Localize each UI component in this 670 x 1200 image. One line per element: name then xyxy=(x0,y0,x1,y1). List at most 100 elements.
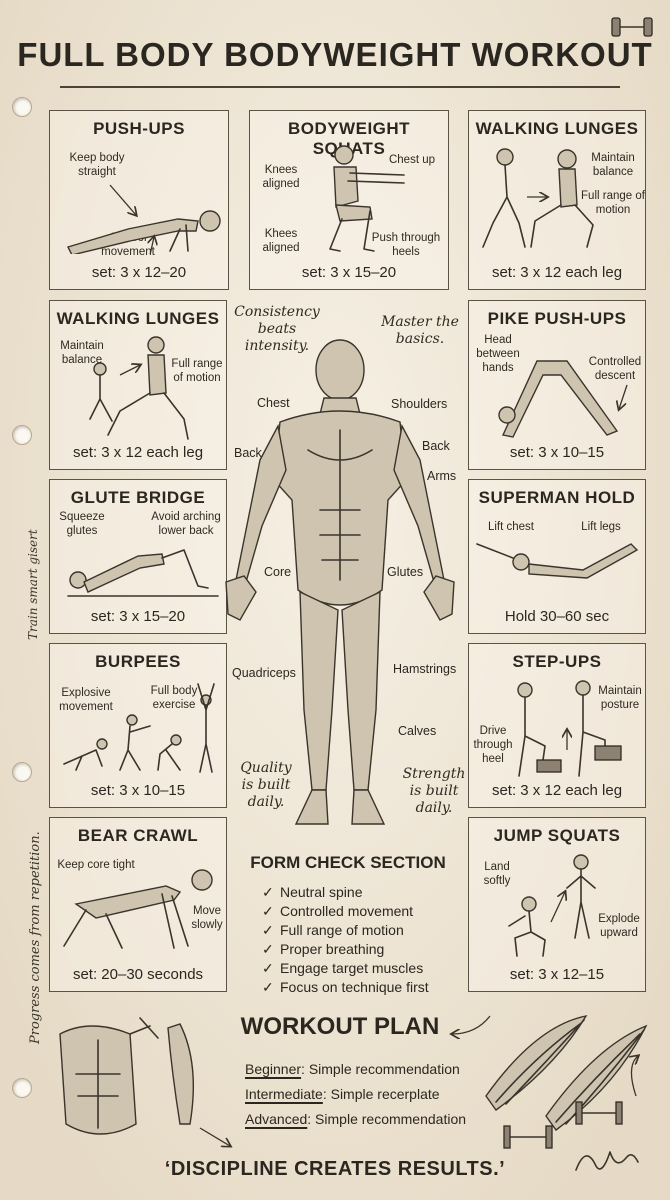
check-icon: ✓ xyxy=(262,979,274,995)
note: Explode upward xyxy=(598,913,640,939)
note: Lift legs xyxy=(581,521,621,533)
quote-consistency: Consistency beats intensity. xyxy=(234,304,320,354)
muscle-label-hamstrings: Hamstrings xyxy=(393,662,457,676)
set-count: set: 20–30 seconds xyxy=(72,966,204,983)
dumbbell-icon xyxy=(611,17,653,37)
note: Move slowly xyxy=(191,905,223,931)
panel-title: BODYWEIGHT SQUATS xyxy=(287,119,411,158)
lunge-figure xyxy=(482,148,594,248)
panel-glute-bridge: GLUTE BRIDGE Squeeze glutes Avoid archin… xyxy=(49,479,227,634)
panel-jump-squats: JUMP SQUATS Land softly Explode upward s… xyxy=(468,817,646,992)
workout-plan-title: WORKOUT PLAN xyxy=(240,1013,440,1040)
note: Squeeze glutes xyxy=(59,511,105,537)
list-item: ✓Full range of motion xyxy=(262,922,404,938)
note: Land softly xyxy=(483,861,511,887)
panel-burpees: BURPEES Explosive movement Full body exe… xyxy=(49,643,227,808)
footer-quote: ‘DISCIPLINE CREATES RESULTS.’ xyxy=(164,1158,506,1180)
squat-figure xyxy=(329,145,405,252)
note: Knees aligned xyxy=(262,164,300,190)
panel-bear-crawl: BEAR CRAWL Keep core tight Move slowly s… xyxy=(49,817,227,992)
list-item: ✓Controlled movement xyxy=(262,903,414,919)
signature-icon xyxy=(575,1151,639,1171)
set-count: set: 3 x 12 each leg xyxy=(491,264,623,281)
form-check-title: FORM CHECK SECTION xyxy=(250,853,446,872)
plan-row-advanced: Advanced: Simple recommendation xyxy=(245,1111,467,1127)
set-count: set: 3 x 15–20 xyxy=(90,608,186,625)
muscle-label-shoulders: Shoulders xyxy=(391,397,448,411)
check-icon: ✓ xyxy=(262,884,274,900)
panel-title: BURPEES xyxy=(95,652,181,671)
pike-pushup-figure xyxy=(498,360,628,438)
burpee-figure xyxy=(63,683,215,773)
list-item: ✓Neutral spine xyxy=(262,884,363,900)
lunge-figure xyxy=(89,336,189,440)
check-icon: ✓ xyxy=(262,960,274,976)
page-title: FULL BODY BODYWEIGHT WORKOUT xyxy=(17,36,653,73)
note: Maintain balance xyxy=(60,340,104,366)
note: Head between hands xyxy=(476,334,520,374)
muscle-fiber-sketch xyxy=(485,1015,648,1149)
quote-master-basics: Master the basics. xyxy=(381,314,459,347)
glute-bridge-figure xyxy=(67,549,219,597)
note: Explosive movement xyxy=(59,687,113,713)
panel-squats: BODYWEIGHT SQUATS Knees aligned Chest up… xyxy=(249,110,449,290)
note: Chest up xyxy=(388,154,436,166)
muscle-label-glutes: Glutes xyxy=(387,565,424,579)
panel-pushups: PUSH-UPS Keep body straight Control move… xyxy=(49,110,229,290)
panel-title: PIKE PUSH-UPS xyxy=(487,309,627,328)
set-count: Hold 30–60 sec xyxy=(504,608,610,625)
panel-title: WALKING LUNGES xyxy=(56,309,220,328)
quote-strength: Strength is built daily. xyxy=(402,766,466,816)
panel-walking-lunges-top: WALKING LUNGES Maintain balance Full ran… xyxy=(468,110,646,290)
note: Keep core tight xyxy=(57,859,135,871)
superman-figure xyxy=(476,543,639,579)
side-note-train-smart: Train smart gisert xyxy=(26,529,40,640)
plan-row-beginner: Beginner: Simple recommendation xyxy=(245,1061,460,1077)
list-item: ✓Engage target muscles xyxy=(262,960,424,976)
binder-hole xyxy=(12,97,32,117)
panel-title: BEAR CRAWL xyxy=(77,826,199,845)
panel-title: WALKING LUNGES xyxy=(475,119,639,138)
panel-title: PUSH-UPS xyxy=(93,119,185,138)
binder-hole xyxy=(12,762,32,782)
arrow-icon xyxy=(446,1015,491,1040)
set-count: set: 3 x 12–15 xyxy=(509,966,605,983)
anatomy-figure xyxy=(225,339,455,825)
title-underline xyxy=(60,86,620,88)
binder-hole xyxy=(12,425,32,445)
set-count: set: 3 x 15–20 xyxy=(301,264,397,281)
muscle-label-calves: Calves xyxy=(398,724,437,738)
muscle-torso-sketch xyxy=(59,1017,240,1150)
quote-quality: Quality is built daily. xyxy=(240,760,292,810)
check-icon: ✓ xyxy=(262,903,274,919)
set-count: set: 3 x 10–15 xyxy=(90,782,186,799)
note: Khees aligned xyxy=(262,228,300,254)
jump-squat-figure xyxy=(508,854,596,957)
set-count: set: 3 x 10–15 xyxy=(509,444,605,461)
panel-title: GLUTE BRIDGE xyxy=(70,488,206,507)
list-item: ✓Focus on technique first xyxy=(262,979,429,995)
muscle-label-back: Back xyxy=(234,446,262,460)
list-item: ✓Proper breathing xyxy=(262,941,385,957)
note: Drive through heel xyxy=(473,725,513,765)
binder-hole xyxy=(12,1078,32,1098)
note: Controlled descent xyxy=(588,356,642,382)
plan-row-intermediate: Intermediate: Simple recerplate xyxy=(245,1086,440,1102)
muscle-label-chest: Chest xyxy=(257,396,290,410)
note: Lift chest xyxy=(487,521,535,533)
note: Push through heels xyxy=(371,232,441,258)
muscle-label-quadriceps: Quadriceps xyxy=(232,666,296,680)
panel-pike-pushups: PIKE PUSH-UPS Head between hands Control… xyxy=(468,300,646,470)
panel-title: SUPERMAN HOLD xyxy=(478,488,636,507)
set-count: set: 3 x 12–20 xyxy=(91,264,187,281)
muscle-label-back: Back xyxy=(422,439,450,453)
panel-title: JUMP SQUATS xyxy=(493,826,621,845)
set-count: set: 3 x 12 each leg xyxy=(72,444,204,461)
check-icon: ✓ xyxy=(262,941,274,957)
step-up-figure xyxy=(517,680,622,777)
note: Keep body straight xyxy=(69,152,125,178)
panel-superman-hold: SUPERMAN HOLD Lift chest Lift legs Hold … xyxy=(468,479,646,634)
note: Avoid arching lower back xyxy=(151,511,221,537)
note: Maintain balance xyxy=(591,152,635,178)
pushup-figure xyxy=(67,184,221,254)
